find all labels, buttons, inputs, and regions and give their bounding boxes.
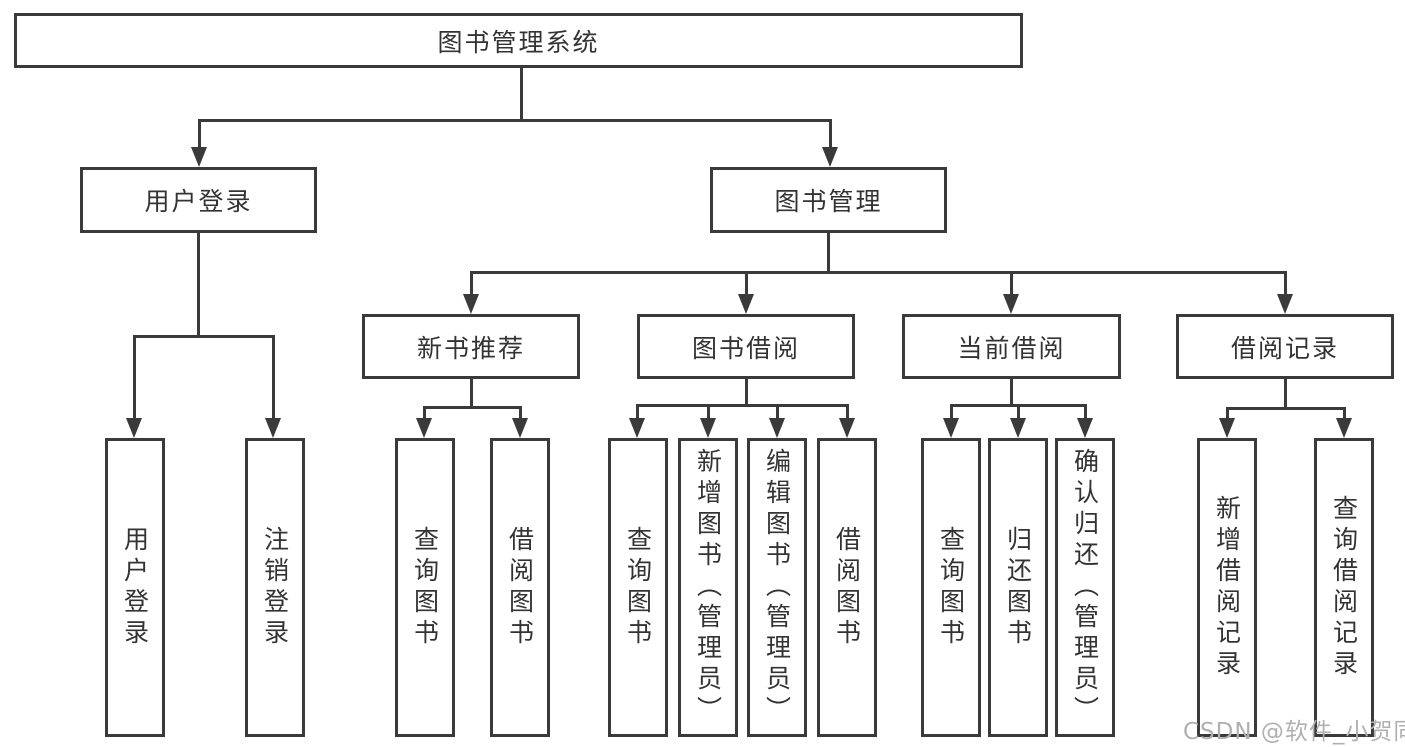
connector-book-borrowing-stem [744, 379, 748, 407]
leaf-confirm-return-admin: 确认归还（管理员） [1055, 438, 1115, 737]
node-library-system: 图书管理系统 [14, 13, 1023, 68]
arrow-down-icon [845, 404, 849, 418]
connector-book-management-stem [827, 233, 830, 274]
node-book-management-label: 图书管理 [774, 187, 883, 216]
leaf-edit-books-admin: 编辑图书（管理员） [747, 438, 807, 737]
arrow-down-icon [949, 404, 953, 418]
leaf-borrow-books-label: 借阅图书 [832, 525, 862, 650]
leaf-user-login-label: 用户登录 [120, 525, 150, 650]
connector-level2-bar [197, 119, 832, 122]
leaf-query-borrow-record: 查询借阅记录 [1314, 438, 1374, 737]
node-current-borrowing-label: 当前借阅 [957, 333, 1066, 363]
node-borrowing-records: 借阅记录 [1176, 314, 1394, 379]
connector-level3-bar [469, 271, 1287, 274]
connector-borrowing-records-stem [1283, 379, 1287, 410]
connector-book-borrowing-bar [635, 404, 849, 407]
leaf-borrow-books: 借阅图书 [817, 438, 877, 737]
leaf-query-books-borrowing-label: 查询图书 [623, 525, 653, 650]
arrow-down-icon [1016, 404, 1020, 418]
arrow-down-icon [1283, 271, 1287, 294]
leaf-edit-books-admin-label: 编辑图书（管理员） [762, 448, 792, 727]
leaf-query-books-borrowing: 查询图书 [608, 438, 668, 737]
leaf-return-books-label: 归还图书 [1003, 525, 1033, 650]
leaf-confirm-return-admin-label: 确认归还（管理员） [1070, 448, 1100, 727]
node-book-borrowing: 图书借阅 [637, 314, 855, 379]
node-new-book-recommendation: 新书推荐 [362, 314, 580, 379]
node-new-book-recommendation-label: 新书推荐 [416, 333, 525, 363]
connector-new-book-bar [422, 406, 522, 409]
leaf-borrow-books-recommend: 借阅图书 [490, 438, 550, 737]
arrow-down-icon [775, 404, 779, 418]
csdn-watermark: CSDN @软件_小贺同学 [1183, 719, 1405, 745]
connector-user-login-bar [132, 335, 275, 338]
arrow-down-icon [635, 404, 639, 418]
connector-current-borrowing-stem [1009, 379, 1013, 407]
node-library-system-label: 图书管理系统 [437, 27, 600, 57]
connector-new-book-stem [469, 379, 473, 409]
leaf-query-books-current-label: 查询图书 [936, 525, 966, 650]
connector-root-stem [519, 68, 523, 119]
arrow-down-icon [469, 271, 473, 294]
arrow-down-icon [271, 335, 275, 418]
arrow-down-icon [197, 119, 201, 147]
node-current-borrowing: 当前借阅 [902, 314, 1121, 379]
node-user-login-label: 用户登录 [144, 187, 253, 216]
leaf-query-books-recommend-label: 查询图书 [410, 525, 440, 650]
arrow-down-icon [706, 404, 710, 418]
leaf-query-books-current: 查询图书 [921, 438, 981, 737]
arrow-down-icon [1009, 271, 1013, 294]
connector-borrowing-records-bar [1225, 407, 1346, 410]
leaf-add-borrow-record: 新增借阅记录 [1197, 438, 1257, 737]
arrow-down-icon [1342, 407, 1346, 418]
node-borrowing-records-label: 借阅记录 [1230, 333, 1339, 363]
arrow-down-icon [1083, 404, 1087, 418]
node-book-management: 图书管理 [710, 167, 947, 233]
arrow-down-icon [422, 406, 426, 418]
connector-user-login-stem [196, 233, 200, 335]
leaf-borrow-books-recommend-label: 借阅图书 [505, 525, 535, 650]
leaf-logout-label: 注销登录 [260, 525, 290, 650]
leaf-add-books-admin: 新增图书（管理员） [678, 438, 738, 737]
node-user-login: 用户登录 [80, 167, 317, 233]
leaf-logout: 注销登录 [245, 438, 305, 737]
leaf-add-borrow-record-label: 新增借阅记录 [1212, 494, 1242, 681]
arrow-down-icon [1225, 407, 1229, 418]
leaf-add-books-admin-label: 新增图书（管理员） [693, 448, 723, 727]
leaf-user-login: 用户登录 [105, 438, 165, 737]
arrow-down-icon [828, 119, 832, 147]
leaf-query-borrow-record-label: 查询借阅记录 [1329, 494, 1359, 681]
leaf-return-books: 归还图书 [988, 438, 1048, 737]
arrow-down-icon [518, 406, 522, 418]
leaf-query-books-recommend: 查询图书 [395, 438, 455, 737]
arrow-down-icon [132, 335, 136, 418]
node-book-borrowing-label: 图书借阅 [691, 333, 800, 363]
arrow-down-icon [744, 271, 748, 294]
